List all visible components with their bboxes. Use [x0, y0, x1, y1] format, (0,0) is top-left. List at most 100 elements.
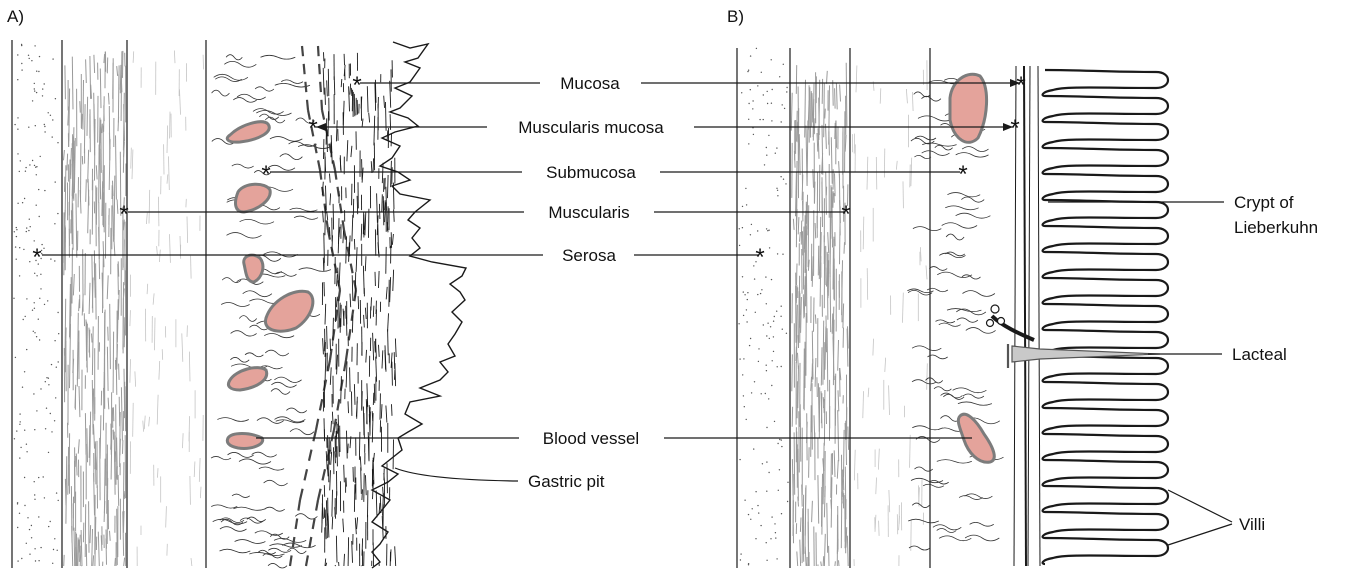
muscle-fiber	[187, 217, 188, 243]
muscle-fiber	[382, 350, 383, 368]
panel-b-serosa-dots	[738, 48, 788, 566]
connective-fiber	[271, 389, 290, 395]
muscle-fiber	[93, 555, 94, 566]
muscle-fiber	[333, 204, 334, 230]
serosa-dot	[752, 108, 753, 109]
serosa-dot	[746, 309, 747, 310]
muscle-fiber	[808, 205, 809, 267]
muscle-fiber	[331, 421, 332, 432]
muscle-fiber	[863, 391, 864, 418]
muscle-fiber	[183, 433, 184, 448]
muscularis-mucosa-dash	[304, 64, 305, 74]
serosa-dot	[56, 367, 57, 368]
serosa-dot	[779, 439, 780, 440]
muscle-fiber	[110, 531, 111, 541]
serosa-dot	[14, 231, 15, 232]
muscle-fiber	[823, 321, 824, 385]
muscle-fiber	[189, 352, 190, 382]
muscle-fiber	[827, 503, 828, 553]
muscle-fiber	[835, 88, 836, 108]
muscle-fiber	[821, 347, 822, 385]
serosa-dot	[30, 226, 31, 227]
serosa-dot	[48, 452, 49, 453]
serosa-dot	[767, 91, 768, 92]
muscle-fiber	[191, 256, 192, 279]
muscle-fiber	[115, 558, 116, 566]
muscle-fiber	[358, 296, 359, 309]
muscle-fiber	[166, 506, 167, 527]
muscle-fiber	[802, 485, 803, 507]
connective-fiber	[226, 55, 242, 60]
muscularis-mucosa-dash	[334, 419, 336, 430]
connective-fiber	[259, 114, 278, 119]
serosa-dot	[783, 179, 784, 180]
serosa-dot	[35, 125, 36, 126]
serosa-dot	[38, 560, 39, 561]
muscularis-mucosa-dash	[305, 82, 306, 92]
star-submucosa-b: *	[958, 161, 967, 188]
muscle-fiber	[386, 406, 387, 423]
muscle-fiber	[838, 340, 839, 371]
serosa-dot	[24, 505, 25, 506]
serosa-dot	[750, 519, 751, 520]
muscle-fiber	[803, 227, 804, 290]
muscularis-mucosa-dash	[316, 419, 318, 430]
serosa-dot	[753, 134, 754, 135]
connective-fiber	[274, 538, 306, 542]
muscle-fiber	[832, 314, 833, 334]
muscle-fiber	[114, 176, 115, 241]
muscle-fiber	[352, 215, 353, 242]
muscle-fiber	[829, 131, 830, 155]
muscle-fiber	[325, 510, 326, 540]
blood-vessel-a1	[227, 122, 269, 142]
muscle-fiber	[838, 410, 839, 461]
serosa-dot	[48, 112, 49, 113]
muscle-fiber	[328, 516, 329, 538]
muscle-fiber	[343, 230, 344, 243]
muscle-fiber	[841, 492, 842, 548]
muscle-fiber	[927, 363, 928, 389]
serosa-dot	[766, 228, 767, 229]
muscle-fiber	[361, 467, 362, 494]
serosa-dot	[767, 103, 768, 104]
serosa-dot	[39, 298, 40, 299]
connective-fiber	[211, 456, 231, 459]
muscle-fiber	[133, 403, 134, 437]
serosa-dot	[32, 160, 33, 161]
serosa-dot	[766, 335, 767, 336]
serosa-dot	[742, 227, 743, 228]
serosa-dot	[766, 542, 767, 543]
muscle-fiber	[365, 308, 366, 319]
blood-vessel-a4	[265, 291, 312, 331]
serosa-dot	[785, 183, 786, 184]
muscle-fiber	[912, 92, 913, 111]
connective-fiber	[255, 531, 283, 535]
serosa-dot	[58, 333, 59, 334]
serosa-dot	[45, 428, 46, 429]
panel-a-illustration	[12, 40, 466, 568]
muscle-fiber	[94, 55, 95, 73]
serosa-dot	[739, 358, 740, 359]
muscle-fiber	[823, 556, 824, 566]
connective-fiber	[271, 382, 296, 387]
muscle-fiber	[336, 536, 337, 563]
serosa-dot	[763, 94, 764, 95]
muscle-fiber	[354, 484, 355, 512]
serosa-dot	[783, 64, 784, 65]
muscle-fiber	[327, 326, 328, 349]
muscle-fiber	[143, 421, 144, 432]
muscle-fiber	[352, 275, 353, 301]
serosa-dot	[44, 126, 45, 127]
muscle-fiber	[328, 69, 329, 96]
muscle-fiber	[845, 135, 846, 152]
muscle-fiber	[847, 536, 848, 566]
connective-fiber	[909, 546, 930, 550]
muscle-fiber	[332, 517, 333, 530]
connective-fiber	[261, 55, 296, 59]
muscle-fiber	[799, 411, 800, 472]
star-mucosa-a: *	[352, 72, 361, 99]
muscularis-mucosa-dash	[298, 500, 300, 511]
serosa-dot	[17, 117, 18, 118]
connective-fiber	[220, 549, 251, 553]
muscle-fiber	[824, 390, 825, 446]
